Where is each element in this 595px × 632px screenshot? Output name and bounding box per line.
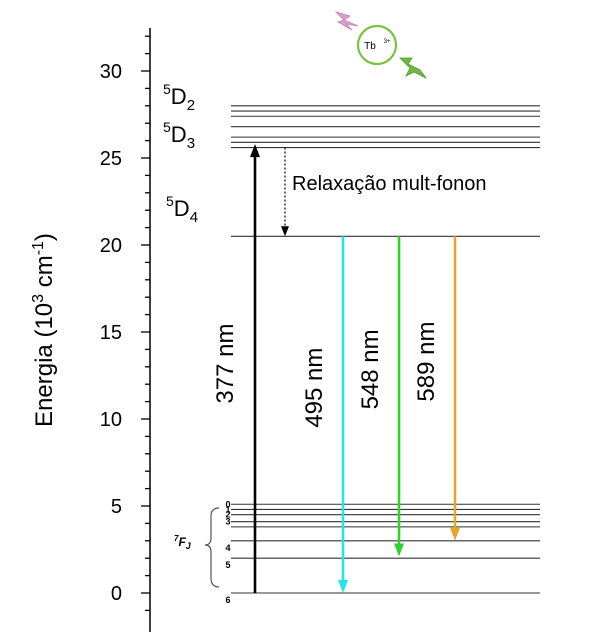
fj-j-label: 3 (225, 517, 230, 527)
relaxation-label: Relaxação mult-fonon (292, 173, 487, 195)
ion-charge: 3+ (384, 39, 391, 45)
energy-levels (231, 105, 540, 594)
transition-arrowhead (338, 580, 348, 593)
transition-arrowhead (394, 543, 404, 557)
tick-label: 10 (100, 409, 122, 431)
axis-ticks (141, 35, 150, 612)
manifold-label-5d4: 5D4 (166, 193, 198, 226)
axis-title: Energia (103 cm-1) (30, 233, 58, 427)
transitions: 377 nm 495 nm 548 nm 589 nm (212, 144, 460, 593)
emitted-lightning-icon (399, 57, 427, 79)
tick-label: 25 (100, 148, 122, 170)
fj-j-label: 0 (225, 499, 230, 509)
manifold-label-5d3: 5D3 (163, 119, 195, 152)
ion-circle (356, 24, 398, 66)
fj-j-label: 4 (225, 543, 230, 553)
ion-label: Tb (364, 41, 376, 52)
tick-label: 15 (100, 322, 122, 344)
transition-arrowhead (250, 144, 260, 158)
tick-label: 20 (100, 235, 122, 257)
transition-arrowhead (450, 527, 460, 541)
tb-ion-icon: Tb 3+ (334, 11, 427, 79)
fj-j-label: 6 (225, 595, 230, 605)
relaxation-arrowhead (281, 226, 289, 237)
tick-label: 0 (111, 583, 122, 605)
fj-brace (204, 507, 220, 588)
axis-tick-labels: 0 5 10 15 20 25 30 (100, 61, 122, 605)
transition-label: 377 nm (212, 324, 239, 404)
manifold-label-5d2: 5D2 (163, 81, 195, 114)
manifold-label-7fj: 7FJ (174, 534, 192, 551)
relaxation-arrow (281, 147, 289, 237)
transition-label: 589 nm (413, 322, 440, 402)
fj-j-label: 5 (225, 560, 230, 570)
fj-j-label: 2 (225, 510, 230, 520)
tick-label: 30 (100, 61, 122, 83)
transition-label: 548 nm (357, 329, 384, 409)
tick-label: 5 (111, 496, 122, 518)
energy-axis: 0 5 10 15 20 25 30 (100, 28, 151, 632)
fj-j-label: 1 (225, 504, 230, 514)
transition-label: 495 nm (301, 348, 328, 428)
incoming-lightning-icon (334, 11, 359, 31)
